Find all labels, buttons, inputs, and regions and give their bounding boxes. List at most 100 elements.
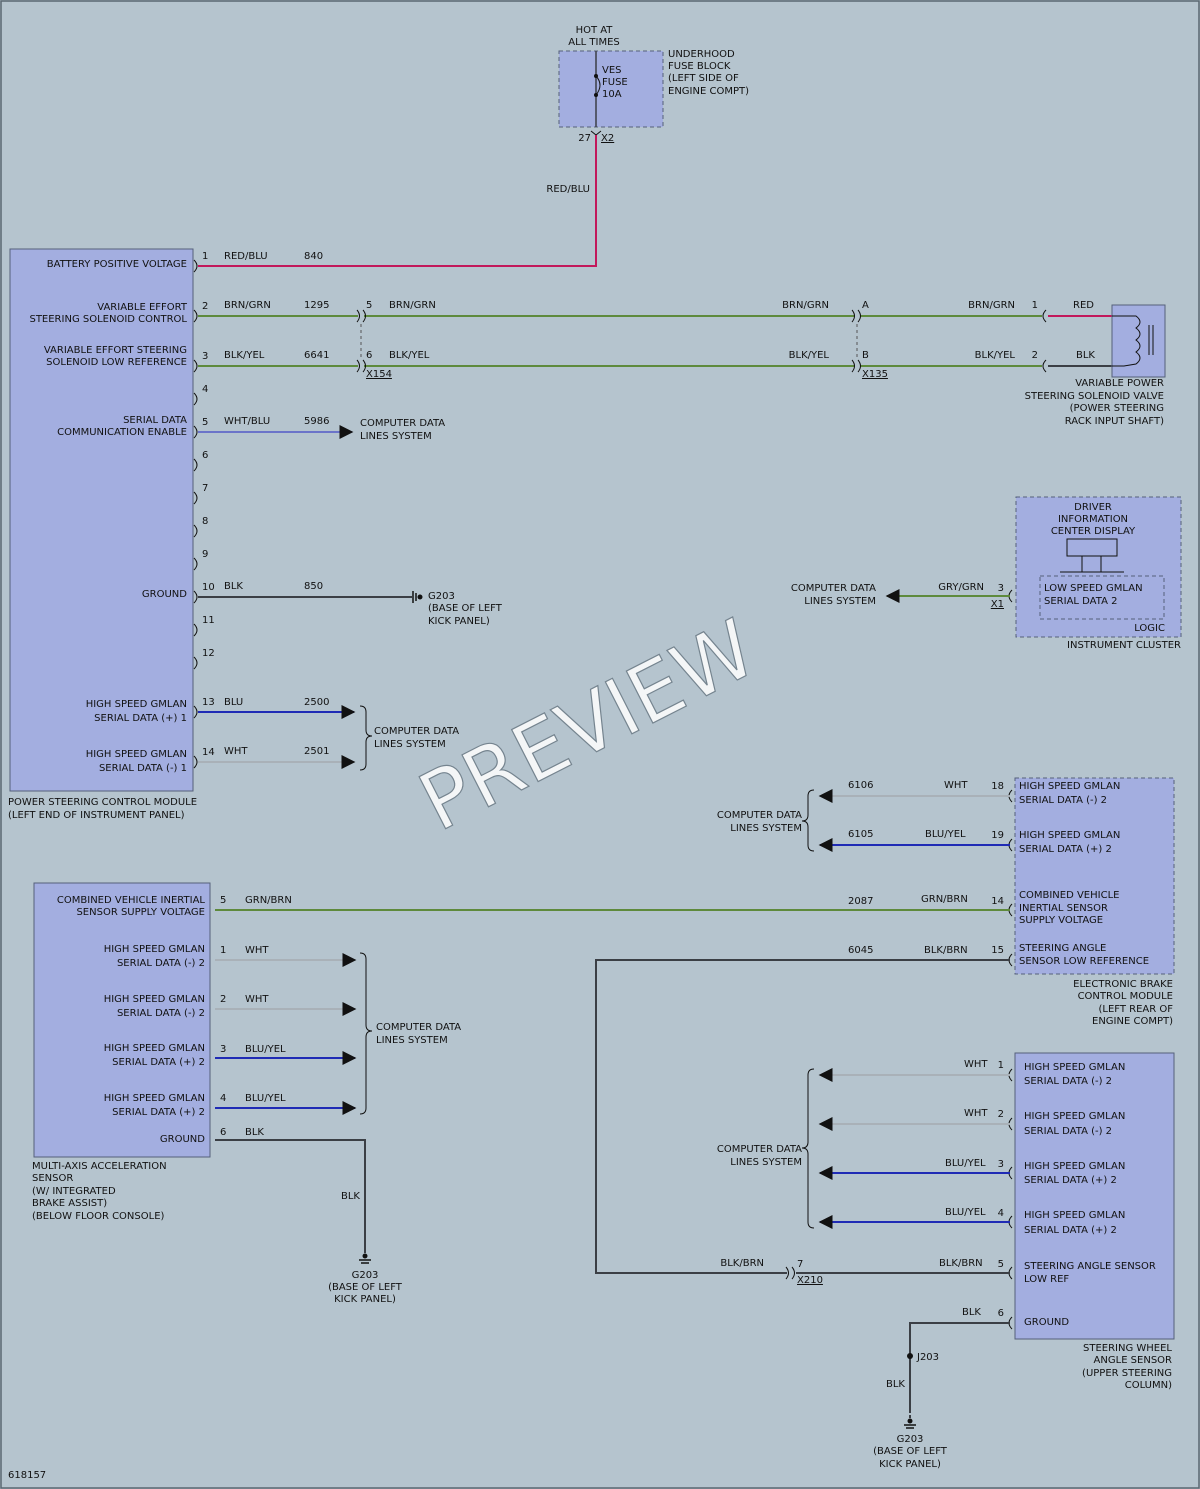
- x135-name: X135: [862, 369, 888, 380]
- wire-color-label: WHT: [245, 945, 269, 956]
- pscm-location-label: (LEFT END OF INSTRUMENT PANEL): [8, 810, 185, 821]
- g203-name: G203: [428, 591, 455, 602]
- x154-pin-a: 5: [366, 300, 372, 311]
- j203-name: J203: [916, 1352, 939, 1363]
- pscm-pin-number: 7: [202, 483, 208, 494]
- cdls-label: COMPUTER DATA: [360, 418, 445, 429]
- maas-hs-neg-label-2: SERIAL DATA (-) 2: [117, 958, 205, 969]
- connector-icon: [1042, 309, 1047, 323]
- cluster-wire-color: GRY/GRN: [938, 582, 984, 593]
- connector-icon: [193, 392, 198, 406]
- ebcm-pin: 15: [991, 945, 1004, 956]
- pscm-pin-number: 4: [202, 384, 208, 395]
- pscm-pin-number: 3: [202, 351, 208, 362]
- connector-icon: [193, 524, 198, 538]
- connector-icon: [193, 425, 198, 439]
- solenoid-color-1: RED: [1073, 300, 1094, 311]
- swas-hs-pos-label-2: SERIAL DATA (+) 2: [1024, 1225, 1117, 1236]
- pscm-pin-number: 13: [202, 697, 215, 708]
- g203-location: (BASE OF LEFT: [428, 603, 503, 614]
- solenoid-label-1: VARIABLE POWER: [1075, 378, 1164, 389]
- pscm-name-label: POWER STEERING CONTROL MODULE: [8, 797, 197, 808]
- wire-red-blu-840: [198, 135, 597, 267]
- maas-pin: 5: [220, 895, 226, 906]
- bracket: [801, 1068, 815, 1229]
- pscm-pin-number: 1: [202, 251, 208, 262]
- connector-icon: [851, 359, 861, 373]
- bracket: [359, 952, 373, 1115]
- wire-color-label: BLK/BRN: [924, 945, 968, 956]
- swas-pin: 4: [998, 1208, 1004, 1219]
- pscm-ve-ctrl-label-2: STEERING SOLENOID CONTROL: [29, 314, 187, 325]
- connector-icon: [785, 1266, 795, 1280]
- x154-color-a: BRN/GRN: [389, 300, 436, 311]
- maas-cvis-label: COMBINED VEHICLE INERTIAL: [57, 895, 206, 906]
- maas-name-label-4: BRAKE ASSIST): [32, 1198, 107, 1209]
- solenoid-pin-1: 1: [1032, 300, 1038, 311]
- pscm-ground-label: GROUND: [142, 589, 187, 600]
- cdls-label-2: LINES SYSTEM: [376, 1035, 448, 1046]
- steering-wheel-angle-sensor: HIGH SPEED GMLAN SERIAL DATA (-) 2 HIGH …: [939, 1052, 1175, 1391]
- ebcm-hs-pos-label: HIGH SPEED GMLAN: [1019, 830, 1120, 841]
- maas-pin: 3: [220, 1044, 226, 1055]
- pscm-pin-number: 5: [202, 417, 208, 428]
- x210-color: BLK/BRN: [720, 1258, 764, 1269]
- ground-g203-bottom: G203 (BASE OF LEFT KICK PANEL): [873, 1418, 948, 1470]
- fuse-pin: 27: [578, 133, 591, 144]
- connector-icon: [193, 458, 198, 472]
- fuse-name: VES: [602, 65, 622, 76]
- x135-color-b-out: BLK/YEL: [975, 350, 1016, 361]
- connector-icon: [193, 705, 198, 719]
- connector-icon: [851, 309, 861, 323]
- ebcm-name-label: ELECTRONIC BRAKE: [1073, 979, 1173, 990]
- ebcm-name-label-2: CONTROL MODULE: [1078, 991, 1173, 1002]
- swas-ground-label: GROUND: [1024, 1317, 1069, 1328]
- solenoid-pin-2: 2: [1032, 350, 1038, 361]
- solenoid-color-2: BLK: [1076, 350, 1095, 361]
- connector-x135: BRN/GRN A BLK/YEL B X135 BRN/GRN BLK/YEL: [782, 300, 1015, 380]
- cluster-logic-label: LOGIC: [1134, 623, 1165, 634]
- fuse-name-2: FUSE: [602, 77, 628, 88]
- wire-color-label: GRN/BRN: [245, 895, 292, 906]
- cluster-ls-label: LOW SPEED GMLAN: [1044, 583, 1143, 594]
- maas-name-label-3: (W/ INTEGRATED: [32, 1186, 116, 1197]
- swas-hs-neg-label: HIGH SPEED GMLAN: [1024, 1062, 1125, 1073]
- cdls-label: COMPUTER DATA: [374, 726, 459, 737]
- x135-color-b-in: BLK/YEL: [789, 350, 830, 361]
- connector-x210: BLK/BRN 7 X210: [720, 1258, 823, 1286]
- wire-color-label: WHT: [964, 1059, 988, 1070]
- connector-icon: [193, 259, 198, 273]
- wire-blk-brn-6045: [595, 959, 1010, 1274]
- maas-hs-neg-label: HIGH SPEED GMLAN: [104, 944, 205, 955]
- swas-name-label: STEERING WHEEL: [1083, 1343, 1172, 1354]
- ground-g203-mid: G203 (BASE OF LEFT KICK PANEL): [328, 1253, 403, 1305]
- cluster-box: [1015, 496, 1182, 638]
- wire-color-label: BLK: [245, 1127, 264, 1138]
- wire-color-label: BLU/YEL: [945, 1207, 986, 1218]
- g203-location: (BASE OF LEFT: [873, 1446, 948, 1457]
- swas-sas-label-2: LOW REF: [1024, 1274, 1069, 1285]
- wire-blk-swas-ground: [909, 1322, 1010, 1413]
- swas-pin: 1: [998, 1060, 1004, 1071]
- ebcm-pin: 19: [991, 830, 1004, 841]
- pscm-hs-pos-label-2: SERIAL DATA (+) 1: [94, 713, 187, 724]
- fuse-wire-color: RED/BLU: [546, 184, 590, 195]
- ebcm-hs-pos-label-2: SERIAL DATA (+) 2: [1019, 844, 1112, 855]
- cdls-label: COMPUTER DATA: [717, 1144, 802, 1155]
- swas-pin: 2: [998, 1109, 1004, 1120]
- connector-icon: [193, 309, 198, 323]
- connector-icon: [193, 491, 198, 505]
- circuit-number: 850: [304, 581, 323, 592]
- cdls-label: COMPUTER DATA: [717, 810, 802, 821]
- all-times-label: ALL TIMES: [568, 37, 620, 48]
- ground-icon: [907, 1418, 913, 1424]
- x135-pin-a: A: [862, 300, 869, 311]
- ebcm-cvis-label: COMBINED VEHICLE: [1019, 890, 1119, 901]
- maas-hs-neg-label: HIGH SPEED GMLAN: [104, 994, 205, 1005]
- pscm-pin-number: 14: [202, 747, 215, 758]
- ground-icon: [417, 594, 423, 600]
- splice-j203: J203 BLK: [886, 1352, 939, 1390]
